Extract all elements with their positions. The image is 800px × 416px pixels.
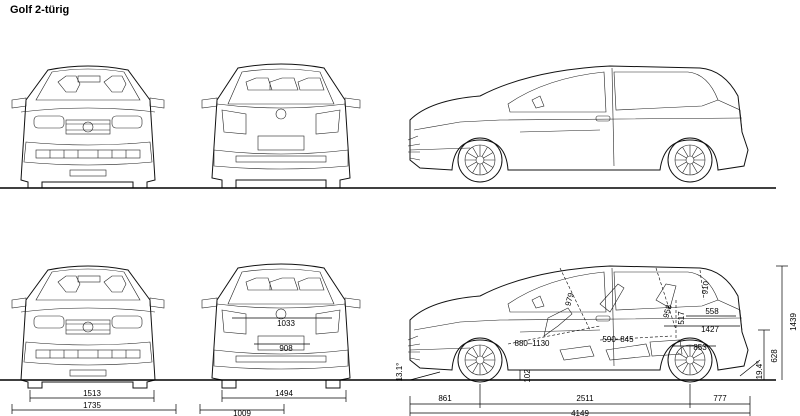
approach-angle-label: 13.1° [395,363,404,382]
rear-track-label: 1494 [275,389,293,398]
side-dimensions [409,265,788,416]
wheelbase-label: 2511 [576,394,594,403]
headroom-rear-label: 958 [662,303,674,319]
departure-angle-label: 19.4° [755,361,764,380]
seat-range-label: 880–1130 [515,339,551,348]
diagram-title: Golf 2-türig [10,4,70,16]
overall-height-label: 1439 [789,313,798,331]
rear-window-width-label: 1033 [277,319,295,328]
bumper-width-label: 908 [279,344,293,353]
rear-deck-height-label: 628 [770,349,779,363]
side-view-bottom [407,265,749,383]
front-view-bottom [11,265,165,389]
front-track-label: 1513 [83,389,101,398]
rear-hatch-depth-label: 558 [705,307,719,316]
rear-height-label: 517 [677,311,686,325]
cargo-height-label: 853 [693,343,707,352]
cargo-length-label: 1427 [701,325,719,334]
side-view-top [407,65,749,183]
ground-clearance-label: 102 [523,369,532,383]
overall-width-label: 1735 [83,401,101,410]
rear-overhang-width-label: 1009 [233,409,251,416]
front-view-top [11,65,165,189]
overall-length-label: 4149 [571,409,589,416]
front-overhang-label: 861 [438,394,452,403]
rear-hatch-height-label: 910 [700,280,710,295]
rear-overhang-label: 777 [713,394,727,403]
rear-dimensions [199,317,347,414]
rear-legroom-label: 590–845 [602,335,634,344]
rear-view-top [201,63,361,189]
front-dimensions [11,390,177,414]
headroom-front-label: 979 [564,291,576,307]
